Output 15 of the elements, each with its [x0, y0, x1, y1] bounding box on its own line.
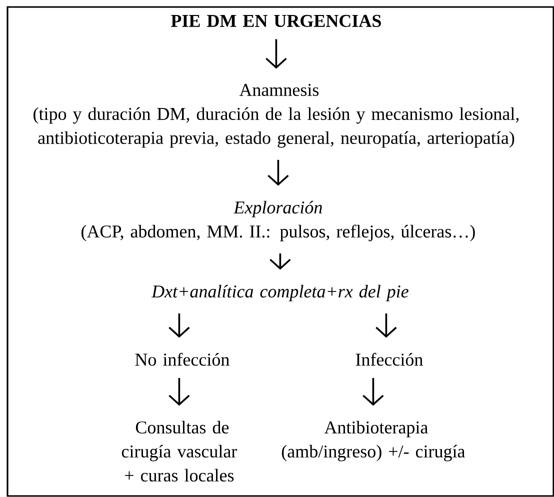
outcome-text: Consultas de cirugía vascular + curas locales	[122, 420, 238, 482]
arrow	[168, 378, 190, 406]
branch-text: Infección	[356, 352, 423, 366]
branch-text: No infección	[135, 352, 230, 366]
title-text: PIE DM EN URGENCIAS	[171, 14, 381, 27]
frame-box	[6, 6, 554, 497]
arrow	[376, 313, 397, 338]
arrow	[168, 313, 190, 338]
step-text: Exploración (ACP, abdomen, MM. II.: pulsos, reflejos, úlceras…)	[82, 200, 475, 242]
arrow	[266, 39, 287, 69]
step-text: Anamnesis (tipo y duración DM, duración de la lesión y mecanismo lesional, antibioticoterapia previa, estado general, neuropatía, arteriopatía)	[34, 84, 519, 148]
arrow	[268, 160, 289, 186]
step-text: Dxt+analítica completa+rx del pie	[151, 284, 408, 302]
arrow	[362, 378, 384, 406]
outcome-text: Antibioterapia (amb/ingreso) +/- cirugía	[282, 420, 466, 462]
